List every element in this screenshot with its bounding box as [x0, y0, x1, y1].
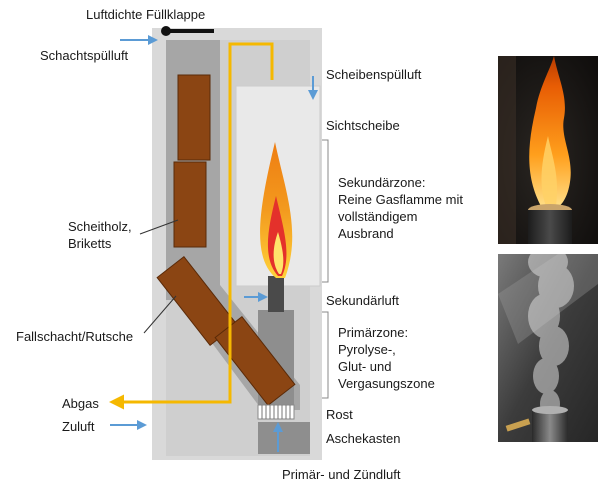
exhaust-label: Abgas — [62, 396, 99, 411]
primary-zone-line: Pyrolyse-, — [338, 342, 396, 357]
flame-photo-image — [498, 56, 598, 244]
gas-flame-icon — [260, 142, 293, 278]
ash-box — [258, 422, 310, 454]
exhaust-flow-arrow — [109, 42, 274, 410]
primary-zone-line: Vergasungszone — [338, 376, 435, 391]
primary-zone-line: Glut- und — [338, 359, 392, 374]
primary-zone-title: Primärzone: — [338, 325, 409, 340]
logs-label: Scheitholz, Briketts — [68, 218, 132, 252]
smoke-photo-image — [498, 254, 598, 442]
primary-zone-label: Primärzone: Pyrolyse-, Glut- und Vergasu… — [338, 324, 435, 392]
burner-nozzle — [268, 276, 284, 312]
viewing-window-label: Sichtscheibe — [326, 118, 400, 133]
loading-hatch-label: Luftdichte Füllklappe — [86, 7, 206, 22]
secondary-zone-title: Sekundärzone: — [338, 175, 426, 190]
secondary-zone-line: vollständigem — [338, 209, 418, 224]
grate — [257, 404, 295, 420]
intake-air-label: Zuluft — [62, 419, 95, 434]
primary-zone-bracket — [322, 311, 329, 399]
loading-hatch-icon — [161, 26, 214, 36]
secondary-zone-label: Sekundärzone: Reine Gasflamme mit vollst… — [338, 174, 463, 242]
logs-label-line: Scheitholz, — [68, 219, 132, 234]
secondary-air-label: Sekundärluft — [326, 293, 399, 308]
flame-photo — [498, 56, 598, 244]
grate-label: Rost — [326, 407, 353, 422]
shaft-purge-air-label: Schachtspülluft — [40, 48, 129, 63]
chute-label: Fallschacht/Rutsche — [16, 329, 134, 344]
ash-box-label: Aschekasten — [326, 431, 401, 446]
window-purge-air-label: Scheibenspülluft — [326, 67, 422, 82]
smoke-photo — [498, 254, 598, 442]
log — [173, 161, 207, 248]
logs-label-line: Briketts — [68, 236, 112, 251]
secondary-zone-line: Reine Gasflamme mit — [338, 192, 463, 207]
primary-ignition-air-label: Primär- und Zündluft — [282, 467, 401, 482]
wood-logs — [156, 74, 296, 407]
log — [177, 74, 211, 161]
leader-line — [143, 295, 177, 334]
leader-line — [139, 219, 179, 235]
secondary-zone-line: Ausbrand — [338, 226, 394, 241]
secondary-zone-bracket — [322, 139, 329, 283]
